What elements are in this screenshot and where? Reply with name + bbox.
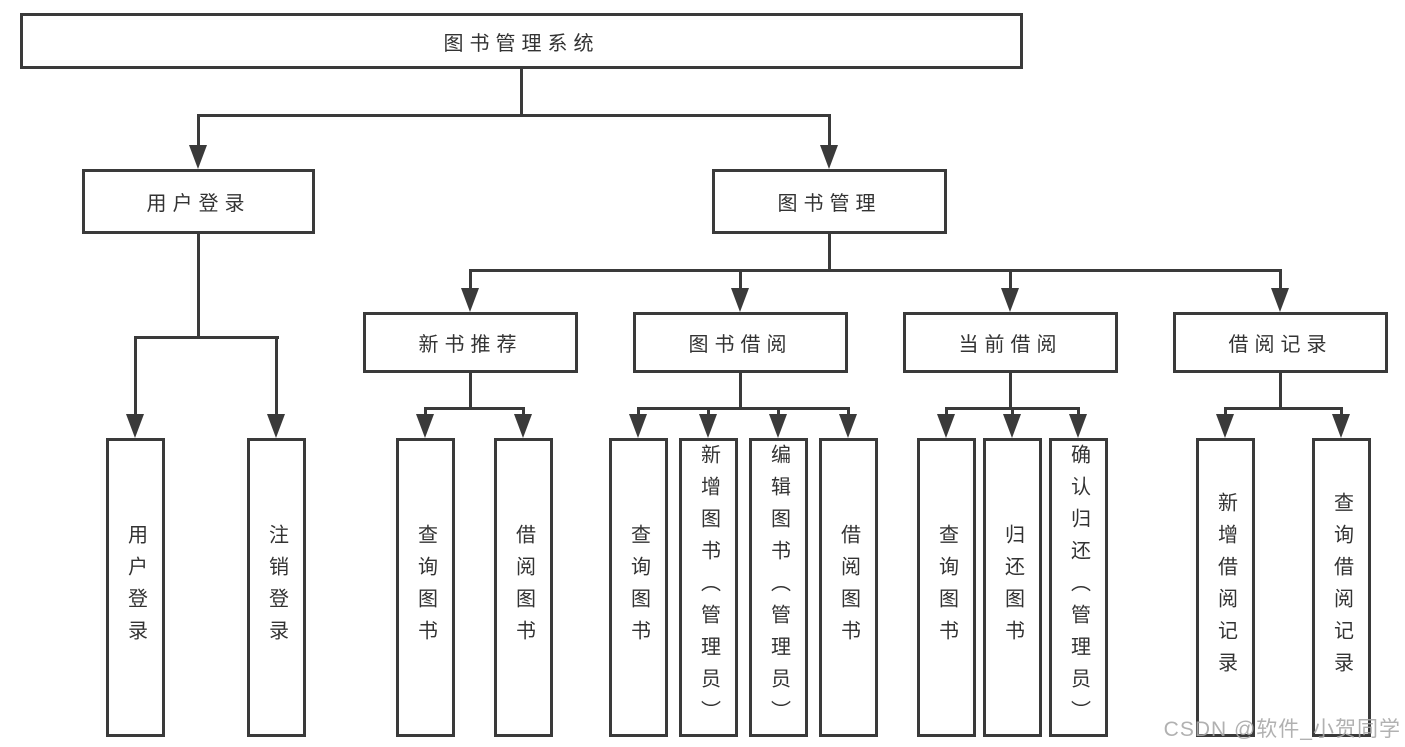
leaf-logout: 注销登录 — [247, 438, 306, 737]
connector-line — [847, 407, 850, 418]
leaf-label: 查询图书 — [414, 523, 437, 652]
connector-line — [828, 233, 831, 272]
arrowhead-down-icon — [514, 414, 532, 438]
leaf-query-borrow-record: 查询借阅记录 — [1312, 438, 1371, 737]
arrowhead-down-icon — [267, 414, 285, 438]
connector-line — [1009, 269, 1012, 290]
leaf-borrow-books-recommend: 借阅图书 — [494, 438, 553, 737]
connector-line — [134, 336, 279, 339]
connector-line — [424, 407, 525, 410]
connector-line — [945, 407, 948, 418]
arrowhead-down-icon — [1003, 414, 1021, 438]
leaf-label: 注销登录 — [265, 523, 288, 652]
leaf-label: 确认归还（管理员） — [1067, 443, 1090, 732]
connector-line — [777, 407, 780, 418]
connector-line — [1224, 407, 1343, 410]
connector-line — [275, 336, 278, 416]
connector-line — [424, 407, 427, 418]
arrowhead-down-icon — [839, 414, 857, 438]
connector-line — [522, 407, 525, 418]
leaf-borrow-books: 借阅图书 — [819, 438, 878, 737]
leaf-user-login: 用户登录 — [106, 438, 165, 737]
leaf-query-books-borrow: 查询图书 — [609, 438, 668, 737]
node-borrow-records: 借阅记录 — [1173, 312, 1388, 373]
connector-line — [1077, 407, 1080, 418]
leaf-query-books-current: 查询图书 — [917, 438, 976, 737]
node-user-login: 用户登录 — [82, 169, 315, 234]
connector-line — [739, 371, 742, 410]
leaf-label: 借阅图书 — [837, 523, 860, 652]
node-new-book-recommend: 新书推荐 — [363, 312, 578, 373]
connector-line — [637, 407, 850, 410]
leaf-label: 新增图书（管理员） — [697, 443, 720, 732]
leaf-label: 归还图书 — [1001, 523, 1024, 652]
connector-line — [520, 66, 523, 116]
connector-line — [828, 114, 831, 148]
leaf-add-book-admin: 新增图书（管理员） — [679, 438, 738, 737]
arrowhead-down-icon — [1216, 414, 1234, 438]
leaf-label: 借阅图书 — [512, 523, 535, 652]
node-root: 图书管理系统 — [20, 13, 1023, 69]
connector-line — [469, 371, 472, 410]
connector-line — [134, 336, 137, 416]
connector-line — [1279, 269, 1282, 290]
arrowhead-down-icon — [937, 414, 955, 438]
arrowhead-down-icon — [699, 414, 717, 438]
arrowhead-down-icon — [1271, 288, 1289, 312]
arrowhead-down-icon — [189, 145, 207, 169]
connector-line — [637, 407, 640, 418]
leaf-label: 编辑图书（管理员） — [767, 443, 790, 732]
connector-line — [1279, 371, 1282, 410]
leaf-label: 查询图书 — [627, 523, 650, 652]
node-book-management: 图书管理 — [712, 169, 947, 234]
connector-line — [1340, 407, 1343, 418]
leaf-confirm-return-admin: 确认归还（管理员） — [1049, 438, 1108, 737]
connector-line — [739, 269, 742, 290]
arrowhead-down-icon — [1332, 414, 1350, 438]
leaf-label: 新增借阅记录 — [1214, 491, 1237, 684]
leaf-label: 用户登录 — [124, 523, 147, 652]
connector-line — [197, 114, 200, 148]
connector-line — [1009, 371, 1012, 410]
arrowhead-down-icon — [126, 414, 144, 438]
arrowhead-down-icon — [731, 288, 749, 312]
arrowhead-down-icon — [769, 414, 787, 438]
connector-line — [1011, 407, 1014, 418]
connector-line — [707, 407, 710, 418]
connector-line — [469, 269, 1282, 272]
arrowhead-down-icon — [1001, 288, 1019, 312]
leaf-query-books-recommend: 查询图书 — [396, 438, 455, 737]
connector-line — [469, 269, 472, 290]
leaf-return-books: 归还图书 — [983, 438, 1042, 737]
leaf-label: 查询图书 — [935, 523, 958, 652]
connector-line — [1224, 407, 1227, 418]
leaf-edit-book-admin: 编辑图书（管理员） — [749, 438, 808, 737]
connector-line — [197, 233, 200, 338]
node-book-borrow: 图书借阅 — [633, 312, 848, 373]
csdn-watermark: CSDN @软件_小贺同学 — [1163, 718, 1401, 741]
arrowhead-down-icon — [820, 145, 838, 169]
leaf-add-borrow-record: 新增借阅记录 — [1196, 438, 1255, 737]
arrowhead-down-icon — [416, 414, 434, 438]
arrowhead-down-icon — [629, 414, 647, 438]
arrowhead-down-icon — [1069, 414, 1087, 438]
node-current-borrow: 当前借阅 — [903, 312, 1118, 373]
leaf-label: 查询借阅记录 — [1330, 491, 1353, 684]
arrowhead-down-icon — [461, 288, 479, 312]
connector-line — [197, 114, 831, 117]
